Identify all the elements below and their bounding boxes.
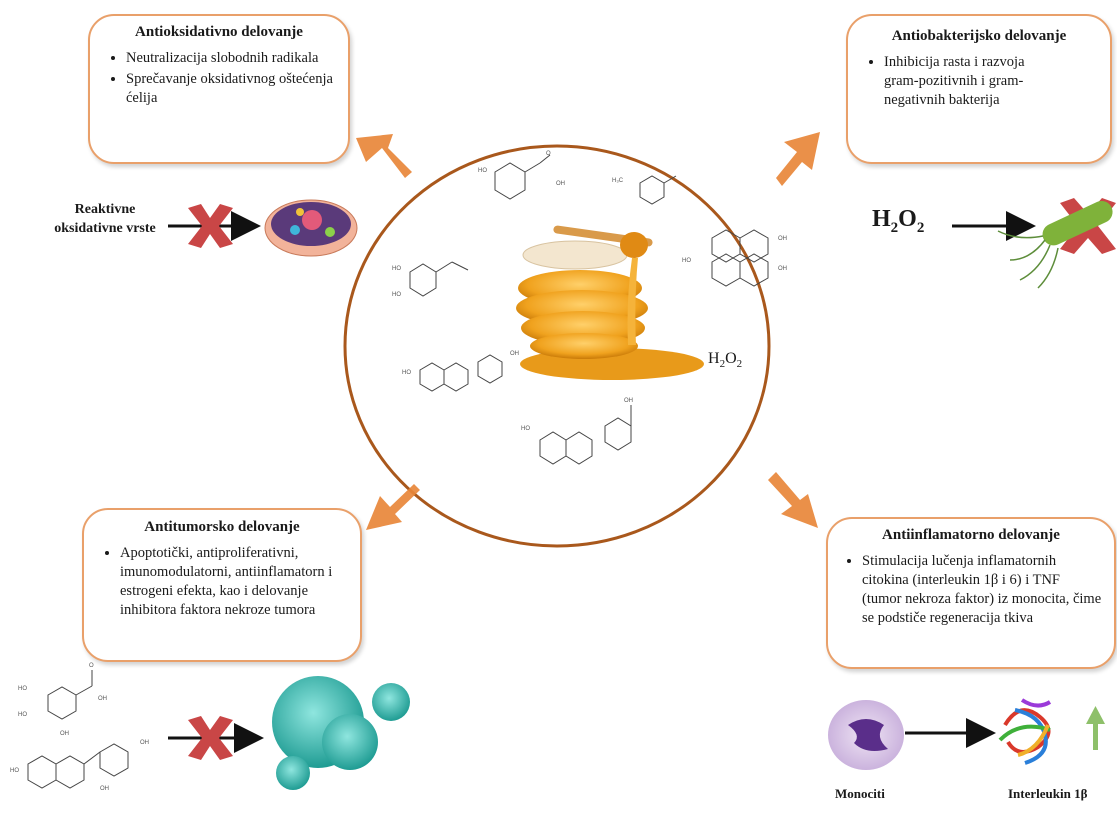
- svg-text:HO: HO: [402, 370, 411, 376]
- h2o2-sub: 2: [736, 358, 743, 371]
- honey-pot-image: [516, 225, 704, 380]
- bottom-molecule-labels: HO HO OH OH O HO OH OH: [10, 663, 149, 792]
- interleukin-protein-image: [998, 698, 1052, 765]
- svg-text:O: O: [89, 663, 94, 669]
- molecule-structures: [409, 154, 769, 465]
- antiinflammatory-box: Antiinflamatorno delovanje Stimulacija l…: [826, 517, 1116, 669]
- svg-text:OH: OH: [140, 740, 149, 746]
- antibacterial-box: Antiobakterijsko delovanje Inhibicija ra…: [846, 14, 1112, 164]
- svg-text:OH: OH: [624, 398, 633, 404]
- ros-label: Reaktivne oksidativne vrste: [54, 202, 156, 236]
- antitumor-list: Apoptotički, antiproliferativni, imunomo…: [98, 544, 346, 620]
- list-item: Stimulacija lučenja inflamatornih citoki…: [862, 552, 1102, 628]
- antiinflammatory-list: Stimulacija lučenja inflamatornih citoki…: [840, 552, 1102, 628]
- list-item: Sprečavanje oksidativnog oštećenja ćelij…: [126, 70, 334, 108]
- svg-text:HO: HO: [392, 266, 401, 272]
- green-up-arrow-icon: [1086, 706, 1105, 750]
- antitumor-title: Antitumorsko delovanje: [144, 519, 300, 535]
- h2o2-h: H: [708, 350, 720, 367]
- svg-text:HO: HO: [10, 768, 19, 774]
- bottom-molecule-structures: [27, 670, 129, 789]
- svg-text:HO: HO: [18, 686, 27, 692]
- list-item: Apoptotički, antiproliferativni, imunomo…: [120, 544, 346, 620]
- svg-text:OH: OH: [100, 786, 109, 792]
- svg-text:HO: HO: [682, 258, 691, 264]
- molecule-labels: HO OH O H₃C HO HO HO OH OH HO OH HO OH: [392, 151, 787, 432]
- h2o2-sub: 2: [916, 219, 925, 236]
- svg-text:HO: HO: [521, 426, 530, 432]
- arrow-down-left: [366, 484, 420, 530]
- bacterium-image: [997, 201, 1113, 289]
- svg-text:O: O: [546, 151, 551, 157]
- svg-text:OH: OH: [778, 236, 787, 242]
- h2o2-o: O: [898, 206, 917, 232]
- antitumor-box: Antitumorsko delovanje Apoptotički, anti…: [82, 508, 362, 662]
- h2o2-sub: 2: [719, 358, 726, 371]
- svg-text:H₃C: H₃C: [612, 178, 624, 184]
- antibacterial-title: Antiobakterijsko delovanje: [891, 28, 1067, 44]
- tumor-cells-image: [272, 676, 410, 790]
- arrow-up-left: [356, 134, 412, 178]
- list-item: Neutralizacija slobodnih radikala: [126, 49, 334, 68]
- antiinflammatory-title: Antiinflamatorno delovanje: [882, 527, 1060, 543]
- interleukin-label: Interleukin 1β: [1008, 786, 1088, 801]
- svg-text:OH: OH: [556, 181, 565, 187]
- h2o2-center-label: H2O2: [708, 350, 742, 370]
- monocytes-label: Monociti: [835, 786, 885, 801]
- svg-text:OH: OH: [60, 731, 69, 737]
- svg-text:HO: HO: [392, 292, 401, 298]
- cell-image: [264, 199, 358, 257]
- arrow-up-right: [776, 132, 820, 186]
- antioxidant-list: Neutralizacija slobodnih radikala Spreča…: [104, 49, 334, 108]
- svg-text:OH: OH: [778, 266, 787, 272]
- h2o2-o: O: [725, 350, 737, 367]
- antibacterial-list: Inhibicija rasta i razvoja gram-pozitivn…: [862, 53, 1054, 110]
- h2o2-sub: 2: [890, 219, 899, 236]
- monocyte-image: [828, 700, 904, 770]
- h2o2-h: H: [872, 206, 891, 232]
- orange-arrows: [356, 132, 820, 530]
- svg-text:OH: OH: [510, 351, 519, 357]
- antioxidant-box: Antioksidativno delovanje Neutralizacija…: [88, 14, 350, 164]
- arrow-down-right: [768, 472, 818, 528]
- antioxidant-title: Antioksidativno delovanje: [135, 24, 303, 40]
- h2o2-label: H2O2: [872, 206, 924, 237]
- list-item: Inhibicija rasta i razvoja gram-pozitivn…: [884, 53, 1054, 110]
- svg-text:HO: HO: [478, 168, 487, 174]
- svg-text:OH: OH: [98, 696, 107, 702]
- svg-text:HO: HO: [18, 712, 27, 718]
